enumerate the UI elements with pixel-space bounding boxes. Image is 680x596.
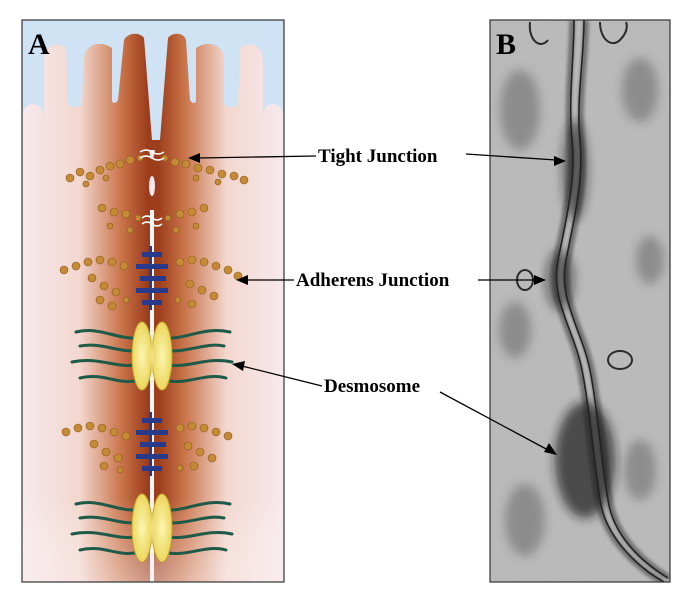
desmosome-density	[555, 402, 615, 518]
panel-a-letter: A	[28, 28, 50, 61]
adherens-junction-proteins-2	[61, 421, 233, 474]
panel-b-letter: B	[496, 28, 516, 61]
desmosome-label: Desmosome	[324, 376, 420, 397]
cadherin-bars-1	[136, 246, 168, 310]
cadherin-bars-2	[136, 412, 168, 476]
desmosome-plaque-1	[70, 321, 234, 391]
panel-a-schematic	[22, 20, 284, 582]
desmosome-plaque-2	[70, 493, 234, 563]
adherens-junction-proteins-1	[59, 255, 243, 311]
panel-a-border	[21, 19, 285, 583]
tight-junction-label: Tight Junction	[318, 146, 438, 167]
tight-junction-proteins	[65, 154, 249, 234]
claudin-loops	[139, 149, 165, 227]
adherens-junction-label: Adherens Junction	[296, 270, 450, 291]
panel-b-border	[489, 19, 671, 583]
panel-b-micrograph	[490, 20, 670, 582]
callout-arrows	[188, 153, 566, 455]
